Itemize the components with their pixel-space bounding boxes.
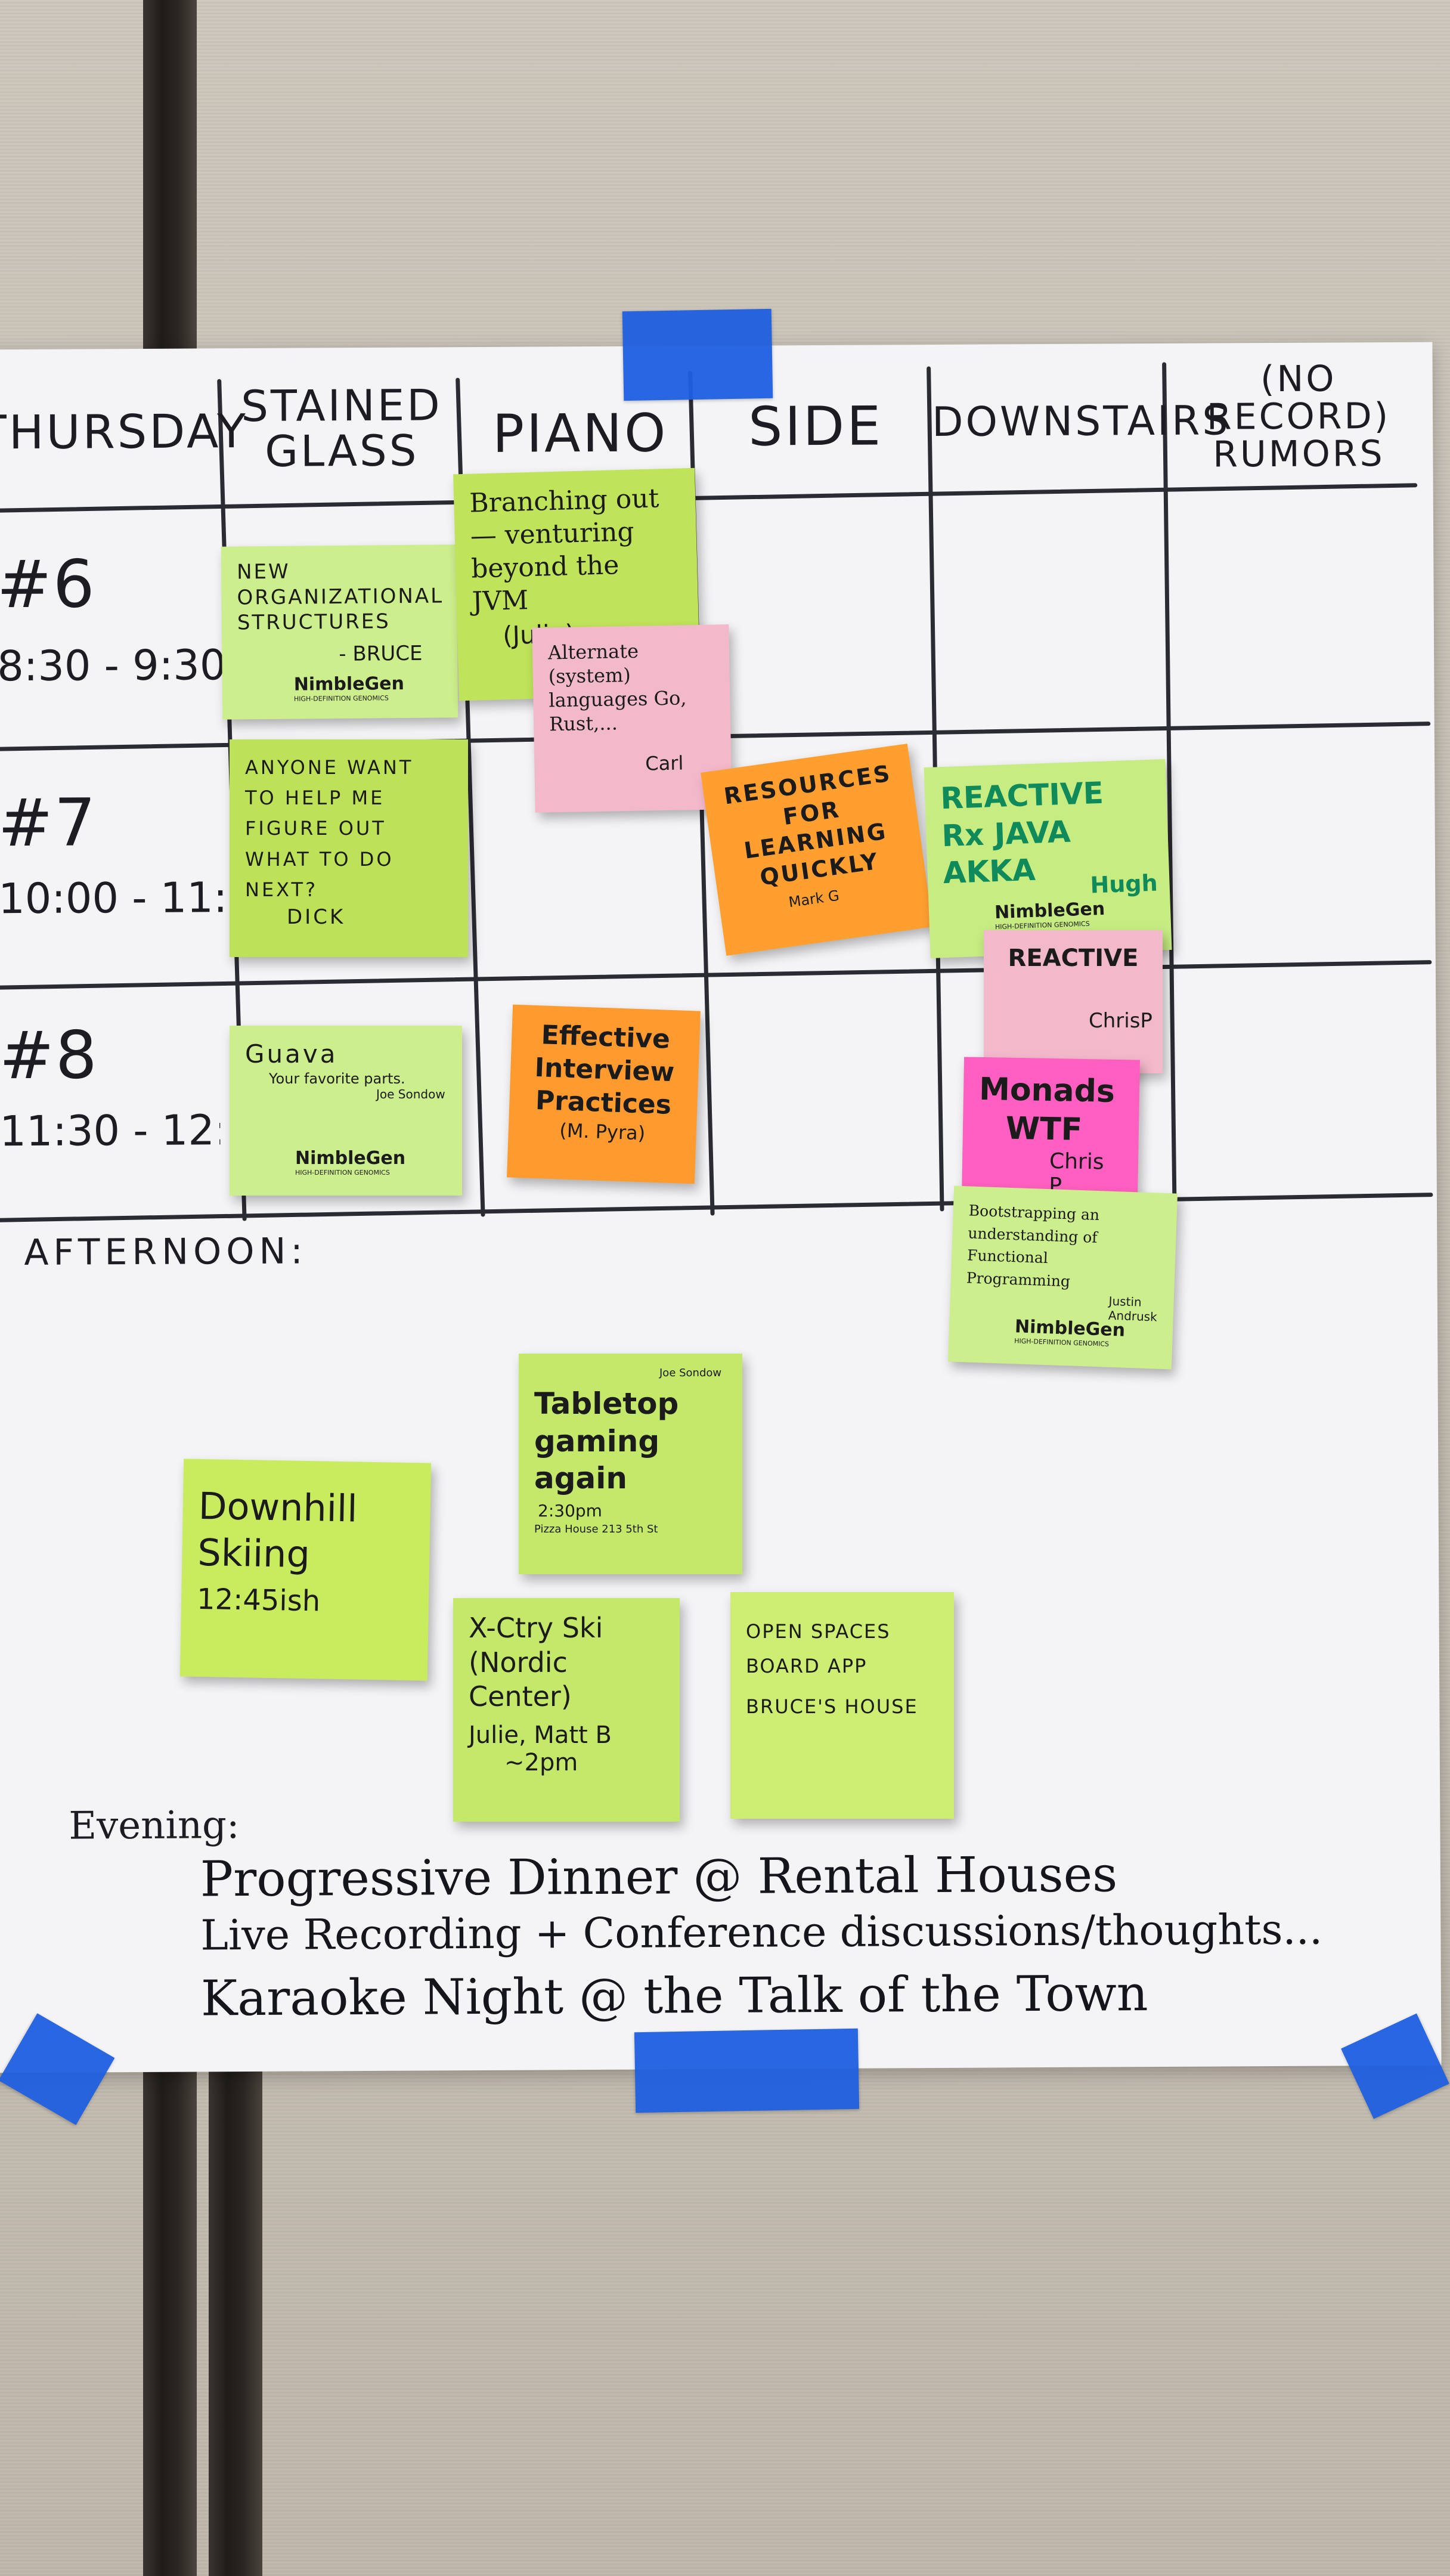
sticky-note-effective-interview[interactable]: Effective Interview Practices (M. Pyra) bbox=[507, 1004, 701, 1184]
note-title: Bootstrapping an understanding of Functi… bbox=[966, 1202, 1100, 1290]
note-subtitle: Your favorite parts. bbox=[269, 1070, 405, 1087]
note-author: ChrisP bbox=[1089, 1009, 1152, 1033]
wall-seam-lower bbox=[209, 2069, 262, 2576]
tape-top bbox=[622, 308, 773, 401]
note-title: RESOURCES FOR LEARNING QUICKLY bbox=[722, 760, 893, 890]
note-location: BRUCE'S HOUSE bbox=[746, 1695, 918, 1719]
note-title: Branching out — venturing beyond the JVM bbox=[469, 483, 659, 617]
column-header-piano: PIANO bbox=[492, 402, 668, 465]
column-header-side: SIDE bbox=[748, 395, 884, 459]
note-title: ANYONE WANT TO HELP ME FIGURE OUT WHAT T… bbox=[245, 756, 414, 901]
row-time-6: 8:30 - 9:30 bbox=[0, 640, 227, 691]
row-label-8: #8 bbox=[0, 1017, 99, 1094]
note-title: REACTIVE bbox=[1008, 945, 1139, 972]
note-author: Hugh bbox=[1089, 869, 1158, 899]
note-author: Joe Sondow bbox=[376, 1086, 445, 1101]
note-title: Tabletop gaming again bbox=[534, 1386, 679, 1496]
note-location: Pizza House 213 5th St bbox=[534, 1522, 658, 1535]
sticky-note-tabletop-gaming[interactable]: Joe Sondow Tabletop gaming again 2:30pm … bbox=[519, 1354, 742, 1574]
sticky-note-reactive-pink[interactable]: REACTIVE ChrisP bbox=[984, 930, 1163, 1073]
row-label-7: #7 bbox=[0, 784, 98, 862]
column-header-thursday: THURSDAY bbox=[0, 405, 249, 460]
note-title: Downhill Skiing bbox=[197, 1484, 358, 1576]
note-time: 12:45ish bbox=[196, 1582, 321, 1618]
sticky-note-guava[interactable]: Guava Your favorite parts. Joe Sondow Ni… bbox=[230, 1026, 462, 1196]
sticky-note-new-org-structures[interactable]: NEW ORGANIZATIONAL STRUCTURES - BRUCE Ni… bbox=[221, 544, 458, 720]
note-author: - BRUCE bbox=[339, 641, 423, 666]
note-author: Joe Sondow bbox=[659, 1367, 722, 1379]
note-title: NEW ORGANIZATIONAL STRUCTURES bbox=[236, 559, 444, 635]
note-title: Monads WTF bbox=[978, 1071, 1116, 1148]
evening-item-recording: Live Recording + Conference discussions/… bbox=[200, 1905, 1323, 1960]
evening-item-karaoke: Karaoke Night @ the Talk of the Town bbox=[200, 1965, 1148, 2027]
sticky-note-downhill-skiing[interactable]: Downhill Skiing 12:45ish bbox=[179, 1459, 432, 1681]
note-title: Alternate (system) languages Go, Rust,..… bbox=[547, 639, 687, 736]
note-title: X-Ctry Ski (Nordic Center) bbox=[469, 1612, 603, 1713]
note-title: Effective Interview Practices bbox=[534, 1020, 675, 1120]
sticky-note-x-ctry-ski[interactable]: X-Ctry Ski (Nordic Center) Julie, Matt B… bbox=[453, 1598, 680, 1822]
note-title: OPEN SPACES BOARD APP bbox=[746, 1620, 891, 1677]
note-author: DICK bbox=[287, 905, 346, 929]
sticky-note-resources-learning[interactable]: RESOURCES FOR LEARNING QUICKLY Mark G bbox=[701, 744, 933, 956]
note-time: ~2pm bbox=[504, 1748, 578, 1776]
note-title: Guava bbox=[245, 1039, 338, 1069]
evening-label: Evening: bbox=[69, 1803, 240, 1849]
note-author: (M. Pyra) bbox=[559, 1119, 646, 1145]
row-time-8: 11:30 - 12:30 bbox=[0, 1106, 221, 1156]
flipchart-paper: THURSDAY STAINED GLASS PIANO SIDE DOWNST… bbox=[0, 342, 1442, 2073]
note-time: 2:30pm bbox=[538, 1500, 602, 1521]
column-header-downstairs: DOWNSTAIRS bbox=[931, 397, 1231, 447]
sticky-note-monads-wtf[interactable]: Monads WTF Chris P bbox=[961, 1057, 1141, 1200]
evening-item-dinner: Progressive Dinner @ Rental Houses bbox=[200, 1846, 1118, 1908]
column-header-stained-glass: STAINED GLASS bbox=[241, 380, 442, 476]
afternoon-label: AFTERNOON: bbox=[24, 1230, 308, 1274]
sticky-note-open-spaces-app[interactable]: OPEN SPACES BOARD APP BRUCE'S HOUSE bbox=[730, 1592, 954, 1819]
sticky-note-bootstrapping-fp[interactable]: Bootstrapping an understanding of Functi… bbox=[947, 1185, 1178, 1370]
note-author: Julie, Matt B bbox=[469, 1721, 612, 1749]
note-author: Carl bbox=[645, 751, 684, 775]
sticky-note-anyone-want-to-help[interactable]: ANYONE WANT TO HELP ME FIGURE OUT WHAT T… bbox=[230, 739, 468, 957]
tape-bottom-center bbox=[634, 2028, 860, 2113]
column-header-rumors: (NO RECORD) RUMORS bbox=[1206, 358, 1391, 476]
row-label-6: #6 bbox=[0, 546, 97, 623]
